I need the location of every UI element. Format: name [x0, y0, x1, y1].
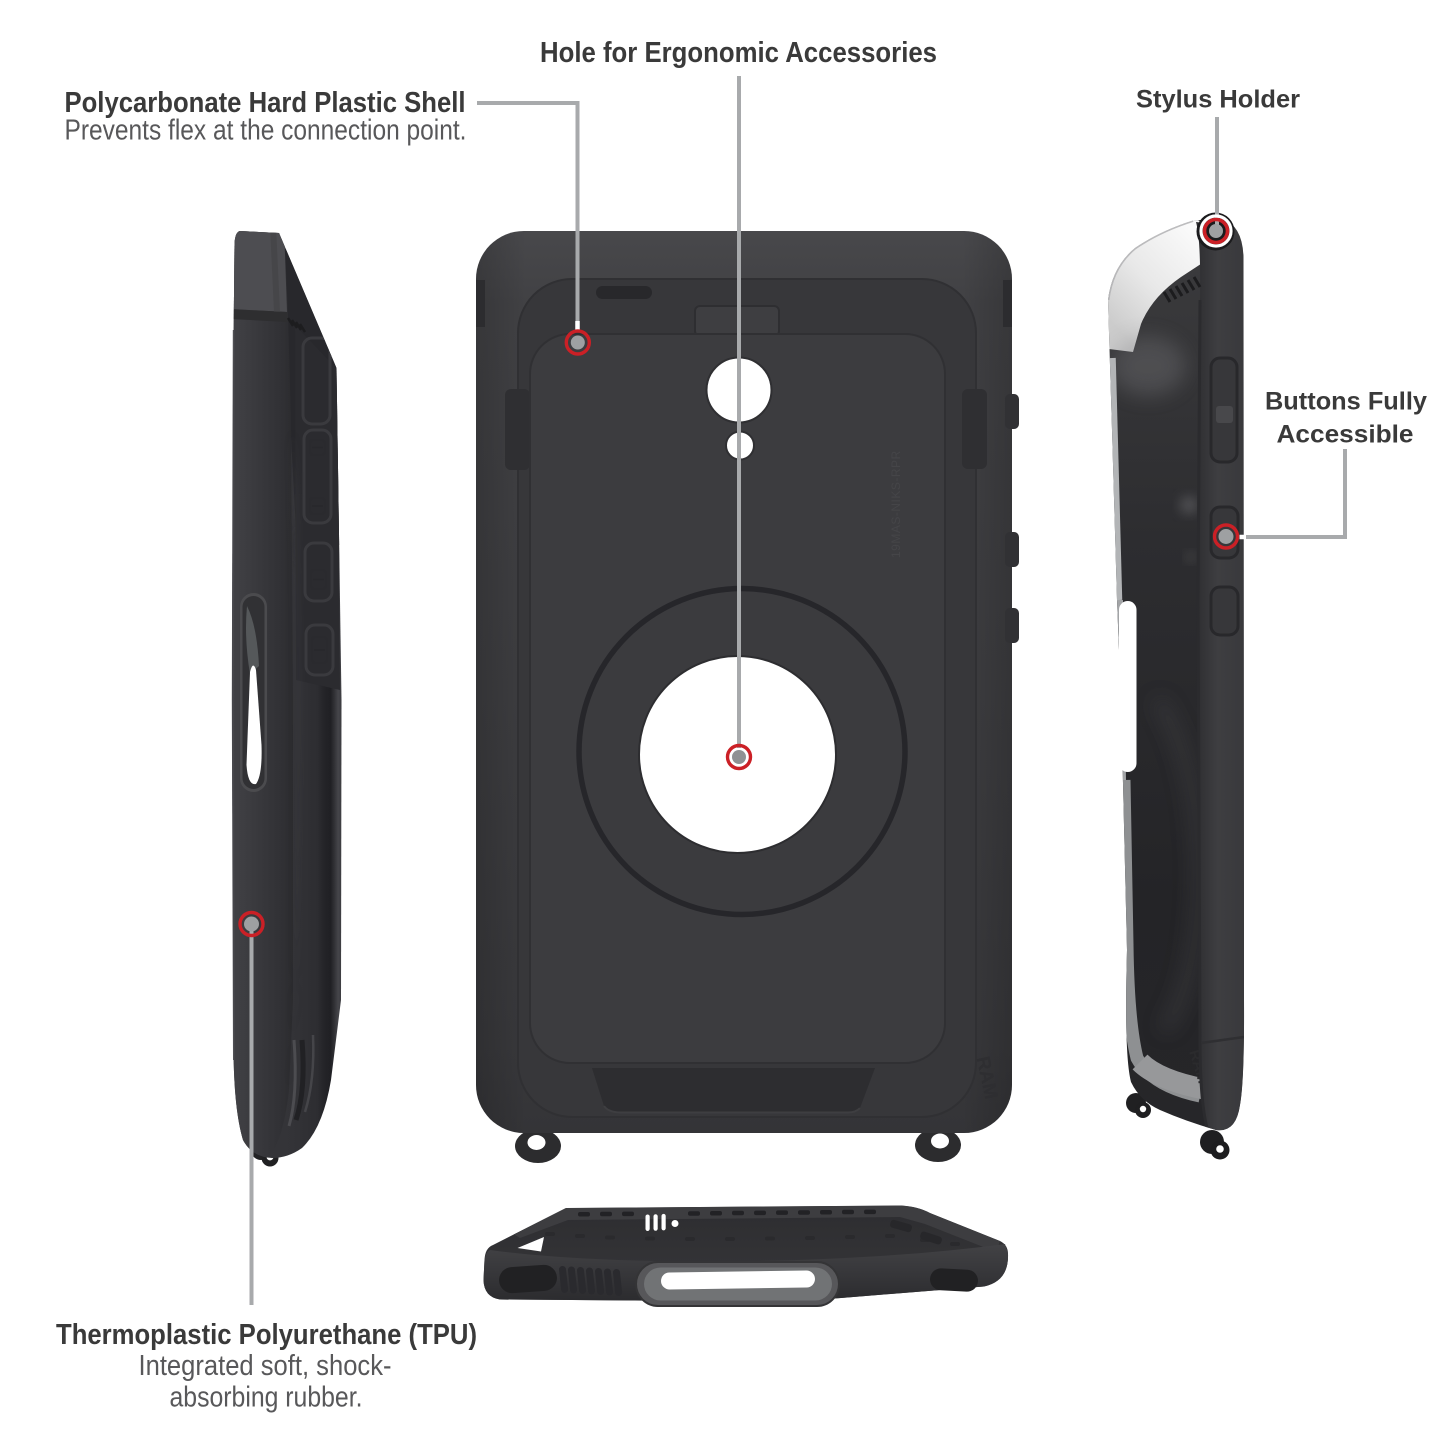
svg-text:Thermoplastic Polyurethane (TP: Thermoplastic Polyurethane (TPU) [56, 1319, 477, 1351]
svg-text:Prevents flex at the connectio: Prevents flex at the connection point. [65, 115, 467, 147]
svg-text:absorbing rubber.: absorbing rubber. [170, 1382, 363, 1414]
svg-text:Hole for Ergonomic Accessories: Hole for Ergonomic Accessories [540, 37, 937, 69]
svg-text:Polycarbonate Hard Plastic She: Polycarbonate Hard Plastic Shell [65, 87, 466, 119]
svg-text:Accessible: Accessible [1277, 420, 1414, 448]
svg-text:Buttons Fully: Buttons Fully [1265, 388, 1427, 416]
svg-text:Integrated soft, shock-: Integrated soft, shock- [139, 1350, 392, 1382]
svg-text:Stylus Holder: Stylus Holder [1136, 86, 1300, 114]
svg-text:19MAS-NIKS-RPR: 19MAS-NIKS-RPR [889, 450, 903, 558]
